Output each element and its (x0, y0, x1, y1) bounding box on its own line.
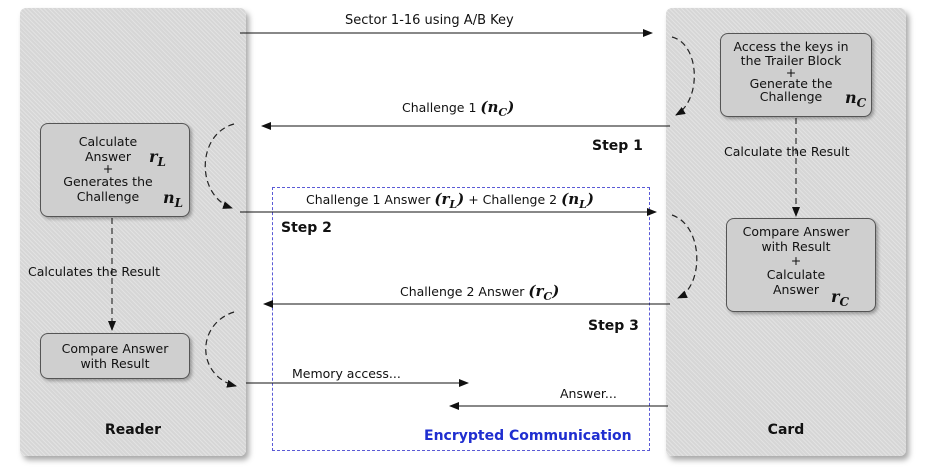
encrypted-label: Encrypted Communication (424, 428, 632, 444)
reader-calc-label: Calculates the Result (28, 264, 160, 279)
card-box2-line: Answer (772, 282, 820, 297)
reader-box1-line: Calculate (78, 134, 138, 149)
card-box1-line: the Trailer Block (740, 53, 842, 68)
challenge2-answer-label: Challenge 2 Answer (rC) (400, 282, 560, 303)
step3-label: Step 3 (588, 318, 639, 334)
reader-box1-line: Generates the (63, 174, 153, 189)
step1-label: Step 1 (592, 138, 643, 154)
card-box2-line: with Result (761, 239, 831, 254)
card-box2-line: Compare Answer (742, 224, 850, 239)
card-r-c-var: rC (831, 287, 849, 310)
card-access-box: Access the keys in the Trailer Block + G… (720, 33, 872, 117)
encrypted-region (272, 187, 650, 451)
card-box1-line: Access the keys in (733, 39, 849, 54)
reader-box2-line: with Result (80, 356, 150, 371)
card-box2-line: + (790, 253, 802, 268)
reader-box1-line: Answer (84, 149, 132, 164)
card-curve-2 (671, 214, 698, 299)
card-curve-1 (671, 36, 695, 116)
challenge1-answer-label: Challenge 1 Answer (rL) + Challenge 2 (n… (306, 190, 594, 211)
reader-title: Reader (104, 422, 162, 438)
card-box1-line: Challenge (759, 89, 823, 104)
reader-curve-2 (205, 311, 237, 388)
card-box1-line: Generate the (749, 76, 833, 91)
card-title: Card (767, 422, 805, 438)
answer-label: Answer... (560, 386, 617, 401)
card-box1-line: + (785, 65, 797, 80)
card-n-c-var: nC (845, 88, 867, 111)
reader-box1-line: + (102, 161, 114, 176)
card-compare-box: Compare Answer with Result + Calculate A… (726, 218, 876, 312)
step2-label: Step 2 (281, 220, 332, 236)
reader-box1-line: Challenge (76, 189, 140, 204)
reader-panel: Reader (20, 8, 246, 456)
memory-access-label: Memory access... (292, 366, 401, 381)
card-box2-line: Calculate (766, 267, 826, 282)
reader-curve-1 (204, 123, 235, 209)
reader-calculate-box: Calculate Answer + Generates the Challen… (40, 123, 190, 217)
reader-box2-line: Compare Answer (61, 341, 169, 356)
sector-label: Sector 1-16 using A/B Key (345, 13, 514, 28)
reader-r-l-var: rL (149, 147, 166, 170)
reader-compare-box: Compare Answer with Result (40, 333, 190, 379)
reader-n-l-var: nL (163, 188, 184, 211)
card-calc-label: Calculate the Result (724, 144, 850, 159)
challenge1-label: Challenge 1 (nC) (402, 98, 515, 119)
